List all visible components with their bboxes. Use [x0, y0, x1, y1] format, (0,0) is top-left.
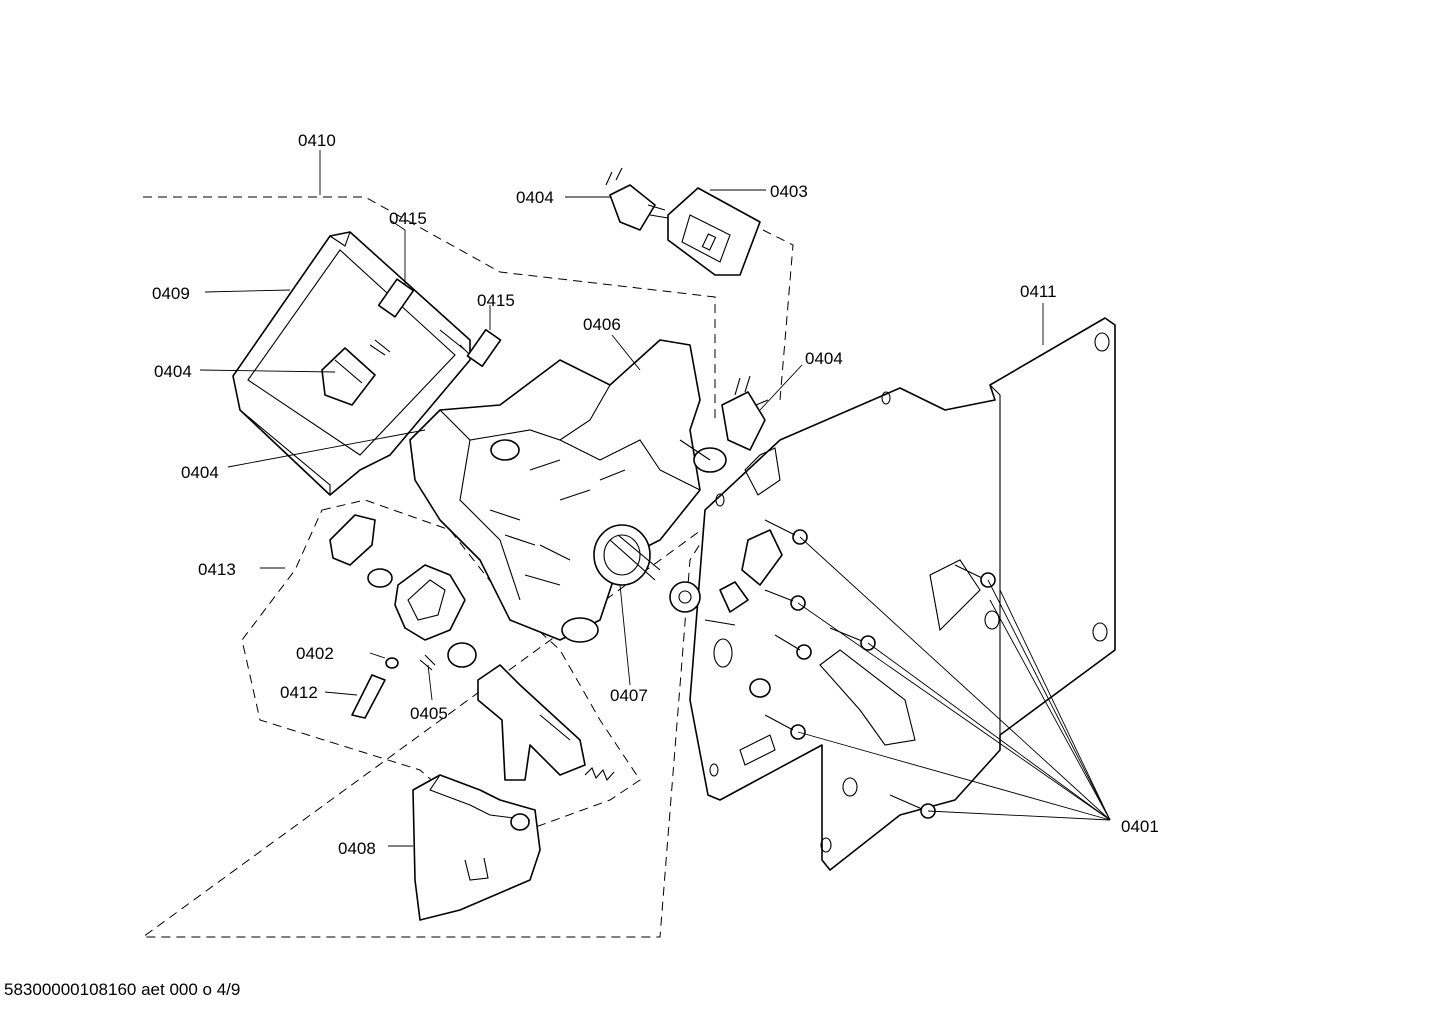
label-0407: 0407 [610, 686, 648, 705]
label-0413: 0413 [198, 560, 236, 579]
part-gear [669, 581, 736, 626]
part-0415-clip-b [466, 328, 502, 368]
part-0404-connector-top [605, 167, 669, 231]
group-0413-outline [241, 499, 641, 841]
label-0415-a: 0415 [389, 209, 427, 228]
part-0406-valve-block [409, 339, 727, 643]
part-0403-switch [667, 187, 761, 276]
label-0402: 0402 [296, 644, 334, 663]
part-0402-ring [385, 657, 399, 669]
group-0403-outline [762, 229, 794, 401]
label-0408: 0408 [338, 839, 376, 858]
label-0410: 0410 [298, 131, 336, 150]
label-0411: 0411 [1020, 282, 1057, 301]
part-spring [584, 767, 615, 782]
part-0407-knob [593, 524, 661, 586]
label-0404-top: 0404 [516, 188, 554, 207]
part-0412-pin [351, 674, 386, 719]
label-0403: 0403 [770, 182, 808, 201]
leader-lines [199, 150, 1111, 847]
document-footer: 58300000108160 aet 000 o 4/9 [4, 980, 241, 999]
label-0415-b: 0415 [477, 291, 515, 310]
group-0410-outline [141, 196, 716, 938]
part-0413-fittings [329, 514, 477, 671]
label-0404-right: 0404 [805, 349, 843, 368]
label-0404-box: 0404 [154, 362, 192, 381]
part-0408-tray [412, 774, 541, 921]
label-0405: 0405 [410, 704, 448, 723]
label-0409: 0409 [152, 284, 190, 303]
label-0404-lower: 0404 [181, 463, 219, 482]
label-0412: 0412 [280, 683, 318, 702]
label-0401: 0401 [1121, 817, 1159, 836]
part-0404-connector-right [721, 375, 769, 451]
part-spout [477, 664, 586, 781]
part-0404-connector-box [321, 339, 391, 406]
label-0406: 0406 [583, 315, 621, 334]
